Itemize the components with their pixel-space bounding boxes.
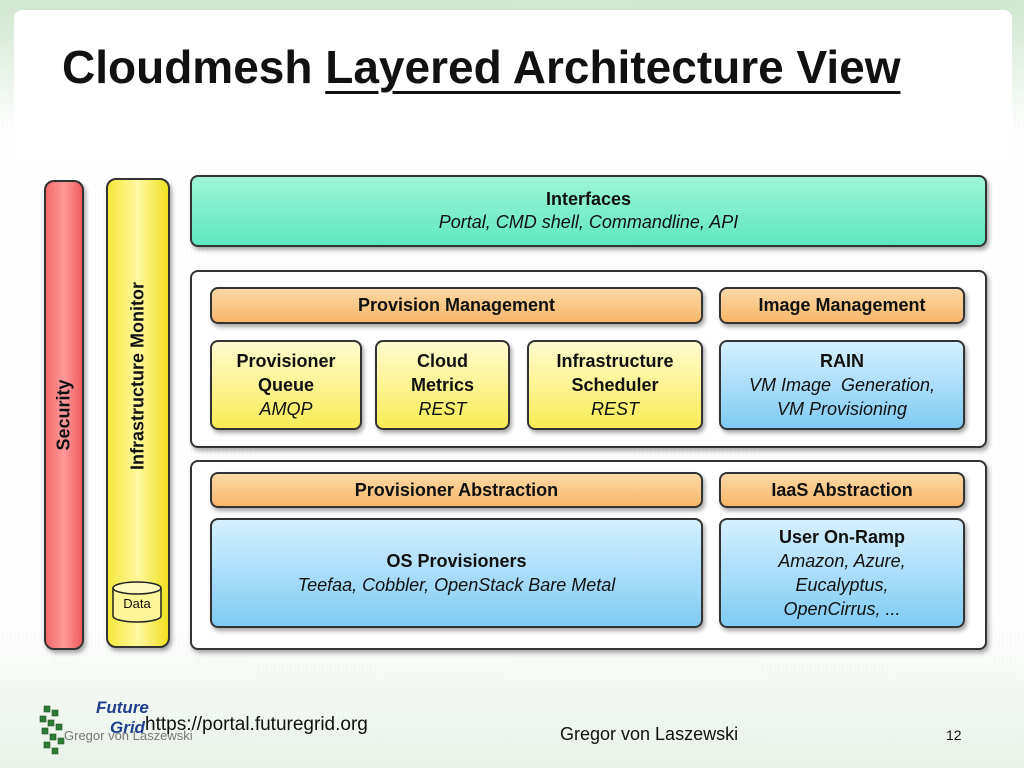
logo-text-grid: Grid xyxy=(110,718,145,737)
rain-line-1: VM Image Generation, xyxy=(748,375,936,395)
infrastructure-scheduler-tech: REST xyxy=(590,399,639,419)
user-on-ramp-line-2: Eucalyptus, xyxy=(795,575,889,595)
infrastructure-monitor-label: Infrastructure Monitor xyxy=(127,281,148,470)
provisioner-queue-name-2: Queue xyxy=(257,375,314,395)
provisioner-queue-tech: AMQP xyxy=(259,399,313,419)
page-number: 12 xyxy=(946,727,962,743)
security-bar: Security xyxy=(44,180,84,650)
interfaces-subtitle: Portal, CMD shell, Commandline, API xyxy=(438,212,739,232)
os-provisioners-subtitle: Teefaa, Cobbler, OpenStack Bare Metal xyxy=(297,575,616,595)
cloud-metrics-tech: REST xyxy=(418,399,467,419)
infrastructure-scheduler-name-1: Infrastructure xyxy=(556,351,674,371)
data-store-label: Data xyxy=(123,596,151,611)
provisioner-queue-box: Provisioner Queue AMQP xyxy=(210,340,362,430)
security-label: Security xyxy=(53,379,74,451)
iaas-abstraction-label: IaaS Abstraction xyxy=(771,479,913,500)
provision-management-label: Provision Management xyxy=(357,295,556,315)
cloud-metrics-name-1: Cloud xyxy=(417,351,468,371)
footer-author: Gregor von Laszewski xyxy=(560,724,739,744)
slide-title: Cloudmesh Layered Architecture View xyxy=(62,40,901,94)
os-provisioners-box: OS Provisioners Teefaa, Cobbler, OpenSta… xyxy=(210,518,703,628)
os-provisioners-title: OS Provisioners xyxy=(386,551,527,571)
infrastructure-scheduler-name-2: Scheduler xyxy=(571,375,659,395)
user-on-ramp-box: User On-Ramp Amazon, Azure, Eucalyptus, … xyxy=(719,518,965,628)
footer-ghost-author: Gregor von Laszewski xyxy=(64,728,193,743)
provision-management-box: Provision Management xyxy=(210,287,703,324)
rain-title: RAIN xyxy=(820,351,864,371)
title-underlined: Layered Architecture View xyxy=(325,41,901,93)
logo-text-future: Future xyxy=(96,698,149,717)
provisioner-abstraction-box: Provisioner Abstraction xyxy=(210,472,703,508)
image-management-box: Image Management xyxy=(719,287,965,324)
cloud-metrics-name-2: Metrics xyxy=(410,375,475,395)
title-plain: Cloudmesh xyxy=(62,41,326,93)
data-store-icon: Data xyxy=(111,580,163,624)
cloud-metrics-box: Cloud Metrics REST xyxy=(375,340,510,430)
interfaces-box: Interfaces Portal, CMD shell, Commandlin… xyxy=(190,175,987,247)
futuregrid-logo: Future Grid xyxy=(36,696,156,760)
rain-box: RAIN VM Image Generation, VM Provisionin… xyxy=(719,340,965,430)
user-on-ramp-line-1: Amazon, Azure, xyxy=(778,551,906,571)
provisioner-abstraction-label: Provisioner Abstraction xyxy=(354,479,559,500)
interfaces-title: Interfaces xyxy=(545,189,632,209)
title-panel xyxy=(14,10,1012,160)
user-on-ramp-line-3: OpenCirrus, ... xyxy=(783,599,901,619)
infrastructure-monitor-bar: Infrastructure Monitor xyxy=(106,178,170,648)
provisioner-queue-name-1: Provisioner xyxy=(236,351,336,371)
image-management-label: Image Management xyxy=(758,295,926,315)
footer-url-link[interactable]: https://portal.futuregrid.org xyxy=(145,714,368,735)
user-on-ramp-title: User On-Ramp xyxy=(778,527,906,547)
rain-line-2: VM Provisioning xyxy=(776,399,908,419)
infrastructure-scheduler-box: Infrastructure Scheduler REST xyxy=(527,340,703,430)
iaas-abstraction-box: IaaS Abstraction xyxy=(719,472,965,508)
